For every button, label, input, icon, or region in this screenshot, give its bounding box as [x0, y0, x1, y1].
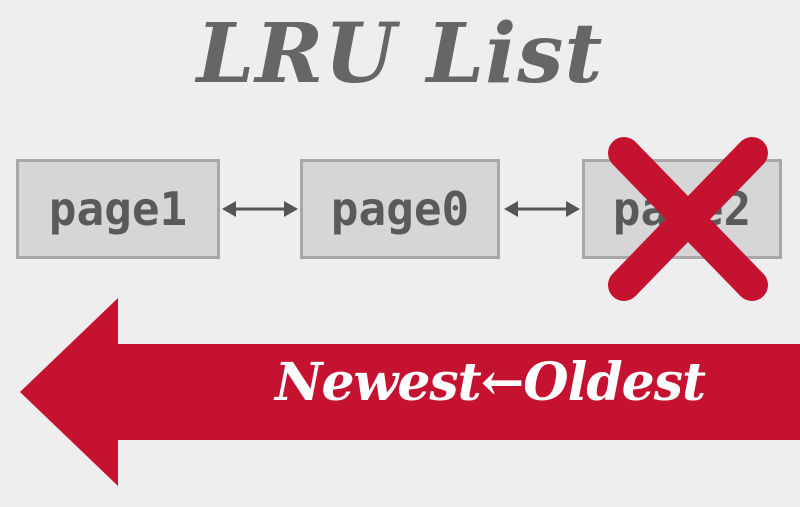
list-node-page0: page0 [300, 159, 500, 259]
direction-arrow-label: Newest←Oldest [274, 352, 706, 413]
double-arrow-connector-2 [504, 201, 580, 217]
list-node-page1: page1 [16, 159, 220, 259]
double-arrow-connector-1 [222, 201, 298, 217]
list-node-page2: page2 [582, 159, 782, 259]
slide-title: LRU List [196, 6, 604, 102]
